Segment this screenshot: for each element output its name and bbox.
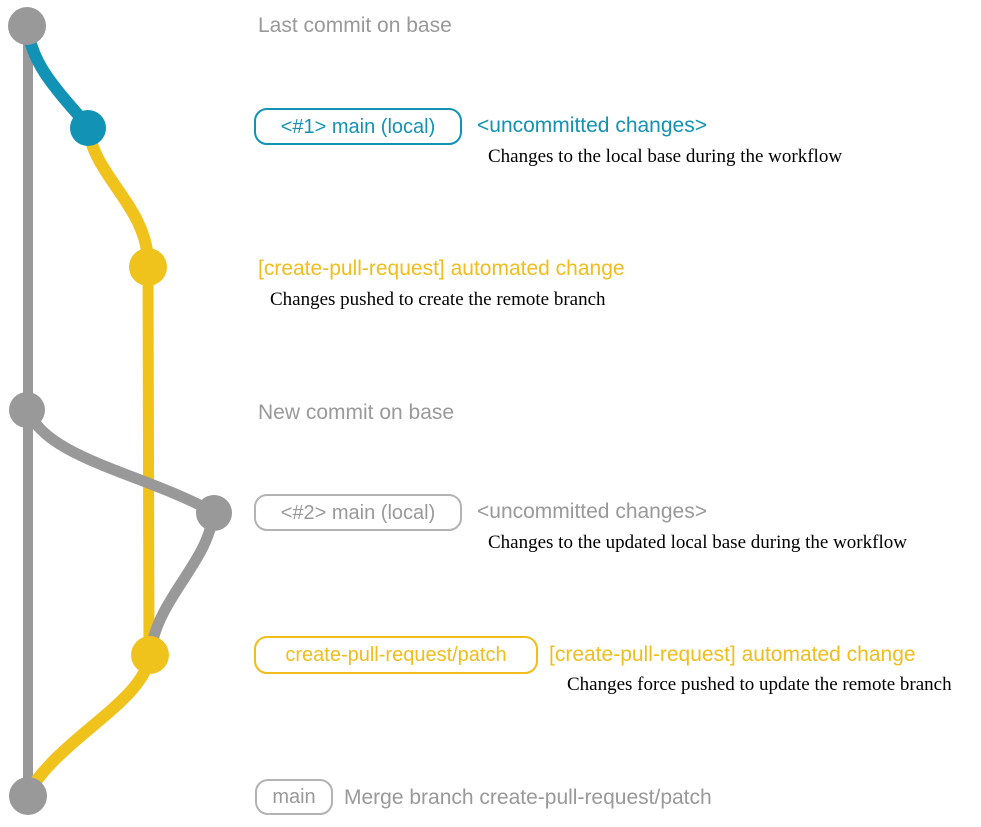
description-updated-local-base: Changes to the updated local base during… [488, 532, 907, 553]
description-force-pushed-update-remote: Changes force pushed to update the remot… [567, 674, 952, 695]
description-pushed-create-remote: Changes pushed to create the remote bran… [270, 289, 606, 310]
edge-local-main-2-to-automated-2 [145, 507, 219, 656]
commit-node-local-main-1 [70, 110, 106, 146]
milestone-new-commit-on-base: New commit on base [258, 401, 455, 424]
commit-node-automated-change-2 [131, 636, 169, 674]
branch-badge-create-pull-request-patch: create-pull-request/patch [254, 636, 538, 674]
heading-uncommitted-changes-1: <uncommitted changes> [477, 114, 707, 137]
commit-node-automated-change-1 [129, 248, 167, 286]
edge-local-main-1-to-automated-1 [82, 122, 154, 268]
heading-merge-branch: Merge branch create-pull-request/patch [344, 786, 712, 809]
create-pull-request-branch-line [142, 256, 155, 661]
edge-automated-2-to-merge [22, 649, 156, 799]
branch-badge-main: main [255, 779, 333, 815]
commit-graph [8, 7, 232, 815]
commit-node-local-main-2 [196, 495, 232, 531]
edge-base-to-local-main-2 [22, 404, 219, 518]
commit-node-last-commit-on-base [8, 7, 46, 45]
description-local-base-changes-1: Changes to the local base during the wor… [488, 146, 843, 167]
commit-node-new-commit-on-base [9, 392, 45, 428]
milestone-last-commit-on-base: Last commit on base [258, 14, 452, 37]
heading-automated-change-1: [create-pull-request] automated change [258, 257, 625, 280]
heading-uncommitted-changes-2: <uncommitted changes> [477, 500, 707, 523]
branch-badge-main-local-2: <#2> main (local) [254, 494, 462, 531]
heading-automated-change-2: [create-pull-request] automated change [549, 643, 916, 666]
commit-node-merge [9, 777, 47, 815]
branch-badge-main-local-1: <#1> main (local) [254, 108, 462, 145]
